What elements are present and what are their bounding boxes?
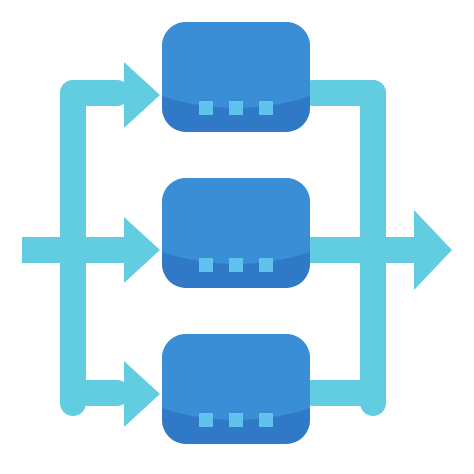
bottom-left-branch: [60, 380, 130, 406]
server-top-indicator-2: [229, 101, 243, 115]
bottom-right-connector: [300, 380, 386, 406]
top-left-branch: [60, 80, 130, 106]
server-top-indicator-1: [199, 101, 213, 115]
bottom-left-arrow-icon: [124, 361, 160, 427]
top-right-connector: [300, 80, 386, 106]
output-arrow-icon: [414, 210, 452, 290]
server-middle-indicator-1: [199, 258, 213, 272]
server-bottom: [162, 334, 310, 444]
flow-lines: [22, 62, 452, 427]
output-line: [300, 237, 420, 263]
server-top-indicator-3: [259, 101, 273, 115]
server-bottom-indicator-3: [259, 413, 273, 427]
server-bottom-indicator-1: [199, 413, 213, 427]
server-middle: [162, 178, 310, 288]
input-line: [22, 237, 132, 263]
server-middle-indicator-3: [259, 258, 273, 272]
server-top: [162, 22, 310, 132]
server-middle-indicator-2: [229, 258, 243, 272]
middle-left-arrow-icon: [124, 217, 160, 283]
top-left-arrow-icon: [124, 62, 160, 128]
server-bottom-indicator-2: [229, 413, 243, 427]
